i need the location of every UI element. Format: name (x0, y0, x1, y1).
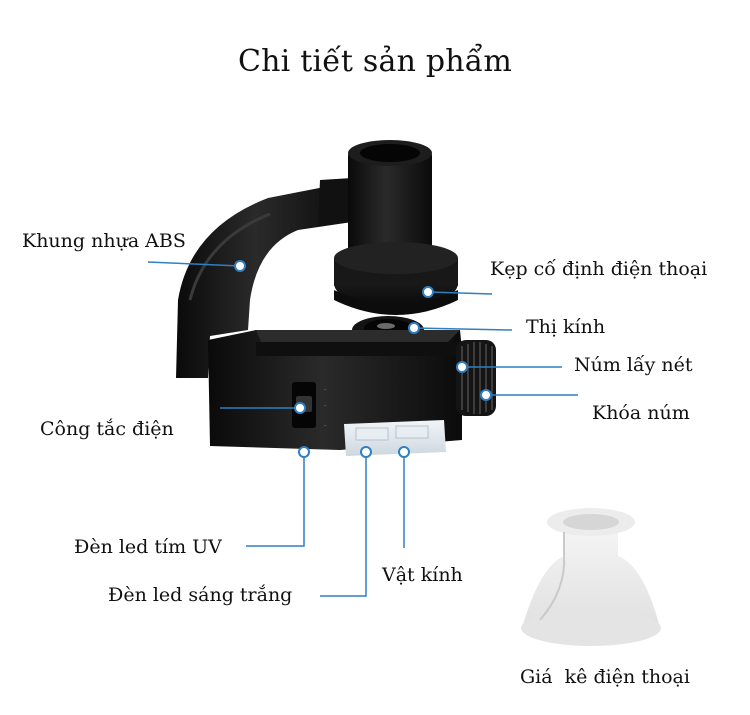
label-abs-frame: Khung nhựa ABS (22, 230, 186, 252)
label-objective-lens: Vật kính (382, 564, 463, 586)
callout-line-white-led (320, 452, 367, 597)
callout-lines (147, 261, 578, 597)
svg-text:-: - (324, 402, 327, 410)
label-phone-clamp: Kẹp cố định điện thoại (490, 258, 708, 280)
label-white-led: Đèn led sáng trắng (108, 584, 293, 606)
callout-line-clamp (427, 291, 493, 295)
callout-line-frame (147, 261, 241, 267)
label-eyepiece: Thị kính (526, 316, 606, 338)
suction-stand-illustration (521, 508, 661, 646)
main-body-shape (208, 330, 462, 450)
label-power-switch: Công tắc điện (40, 418, 174, 440)
label-focus-knob: Núm lấy nét (574, 354, 693, 376)
label-uv-led: Đèn led tím UV (74, 536, 222, 558)
page-title: Chi tiết sản phẩm (237, 44, 512, 79)
abs-frame-shape (176, 182, 352, 378)
label-phone-stand: Giá kê điện thoại (520, 666, 690, 688)
callout-dots (234, 260, 492, 458)
callout-line-uv-led (246, 452, 305, 547)
callout-line-eyepiece (413, 327, 513, 331)
label-knob-lock: Khóa núm (592, 402, 690, 424)
svg-text:-: - (324, 422, 327, 430)
eyepiece-tube-shape (348, 150, 432, 270)
microscope-illustration: - - - (176, 140, 496, 456)
svg-text:-: - (324, 386, 327, 394)
